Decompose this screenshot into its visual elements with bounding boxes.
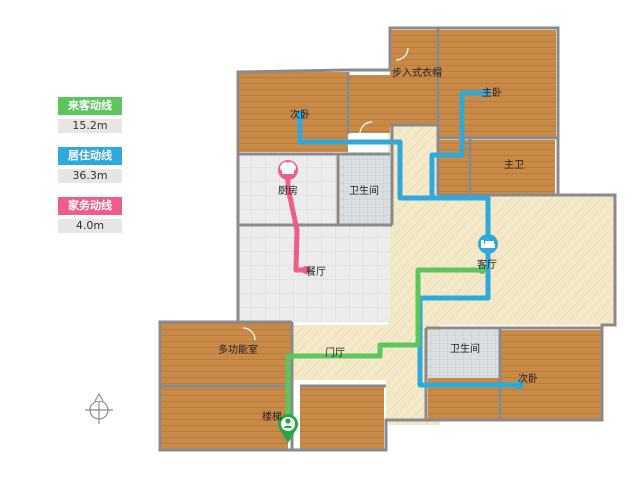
- label-walkin: 步入式衣帽: [392, 66, 442, 79]
- legend-chore-value: 4.0m: [58, 219, 122, 233]
- bath-bottom-floor: [428, 330, 500, 378]
- master-bath-floor: [470, 140, 555, 195]
- guest-route: [285, 267, 485, 428]
- room-labels: 步入式衣帽 主卧 次卧 主卫 厨房 卫生间 客厅 餐厅 多功能室 门厅 卫生间 …: [218, 66, 538, 423]
- route-end-dot-dining: [302, 266, 310, 274]
- legend-living-title: 居住动线: [58, 147, 122, 165]
- bed-icon: [478, 234, 498, 254]
- label-living: 客厅: [477, 258, 497, 271]
- legend-living-value: 36.3m: [58, 169, 122, 183]
- chore-route: [285, 169, 309, 273]
- route-end-dot-master: [481, 88, 491, 98]
- stairs-floor: [160, 387, 288, 449]
- master-bed-floor: [438, 30, 556, 138]
- route-end-dot-top-bed: [295, 110, 305, 120]
- legend-guest-title: 来客动线: [58, 97, 122, 115]
- label-master-bath: 主卫: [504, 159, 524, 171]
- label-bath-top: 卫生间: [349, 184, 379, 197]
- second-bed-top-floor: [238, 72, 348, 152]
- walkin-floor: [390, 30, 438, 125]
- living-route-to-master: [429, 90, 489, 201]
- floor-fills: [160, 30, 615, 449]
- label-second-bed-bottom: 次卧: [518, 372, 538, 385]
- closet-floor: [348, 75, 390, 133]
- route-end-dot-bottom-bed: [514, 380, 524, 390]
- label-master-bed: 主卧: [482, 86, 502, 99]
- compass-icon: [85, 392, 113, 424]
- lower-store-floor: [300, 387, 384, 449]
- label-foyer: 门厅: [325, 346, 345, 359]
- walls: [158, 26, 617, 452]
- kitchen-hat-icon: [278, 160, 298, 180]
- living-floor: [440, 195, 615, 325]
- legend-guest-value: 15.2m: [58, 119, 122, 133]
- person-marker-icon: [278, 414, 298, 443]
- lower-corridor-floor: [386, 325, 431, 420]
- label-kitchen: 厨房: [278, 184, 298, 197]
- master-link-floor: [438, 140, 470, 195]
- route-lines: [285, 88, 524, 428]
- route-end-dot-living: [478, 266, 486, 274]
- second-bed-bottom-floor: [500, 330, 602, 420]
- living-route-to-top-bed: [297, 112, 522, 388]
- label-dining: 餐厅: [306, 265, 326, 278]
- label-multi: 多功能室: [218, 343, 258, 356]
- label-bath-bottom: 卫生间: [450, 342, 480, 355]
- legend-chore-title: 家务动线: [58, 197, 122, 215]
- bath-top-floor: [338, 155, 393, 225]
- dining-floor: [238, 225, 390, 322]
- multi-floor: [160, 323, 292, 385]
- label-stairs: 楼梯: [262, 410, 282, 423]
- label-second-bed-top: 次卧: [290, 108, 310, 121]
